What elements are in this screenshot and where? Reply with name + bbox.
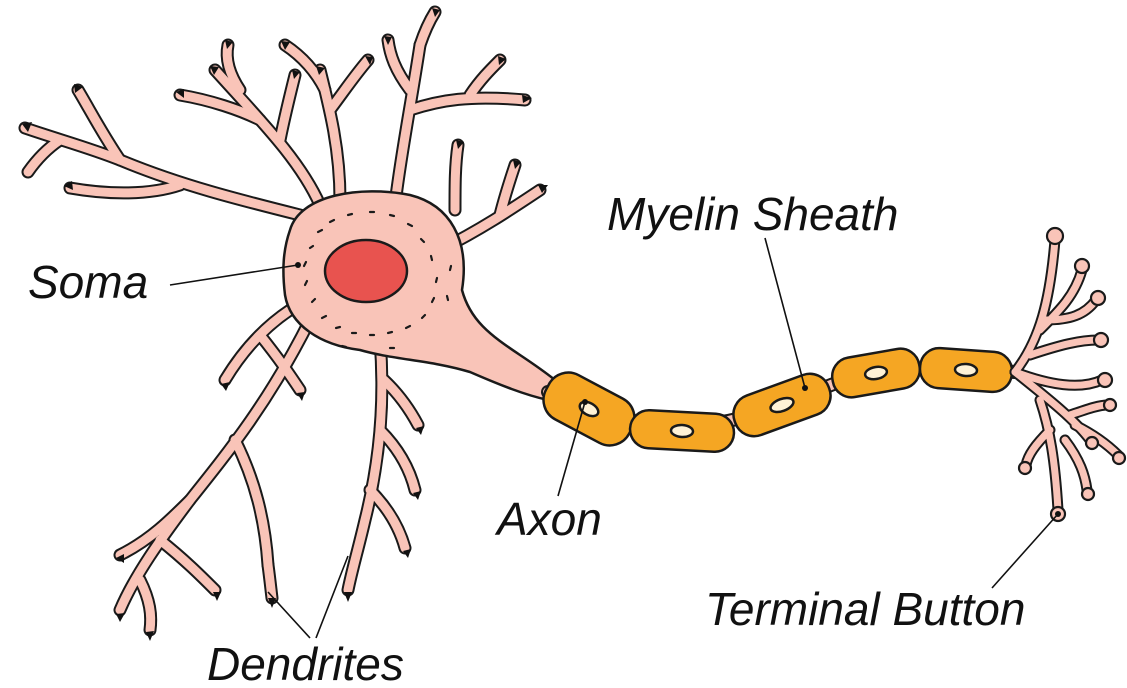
- pointer-dendrites-right: [316, 556, 348, 638]
- label-dendrites: Dendrites: [207, 638, 404, 688]
- pointer-terminal-button: [992, 514, 1058, 588]
- nucleus: [325, 240, 407, 302]
- annotations: Soma Myelin Sheath Axon Terminal Button …: [28, 188, 1061, 688]
- pointer-myelin-sheath: [765, 238, 805, 388]
- myelin-segment: [629, 409, 735, 452]
- label-myelin-sheath: Myelin Sheath: [607, 188, 899, 240]
- cell-body: [283, 191, 555, 400]
- pointer-soma: [170, 265, 298, 285]
- label-terminal-button: Terminal Button: [705, 583, 1025, 635]
- myelin-sheath: [536, 346, 1014, 453]
- myelin-segment: [829, 346, 923, 401]
- label-soma: Soma: [28, 256, 148, 308]
- myelin-segment: [728, 368, 836, 442]
- label-axon: Axon: [494, 493, 602, 545]
- pointer-dendrites-left: [268, 592, 310, 638]
- myelin-segment: [919, 347, 1014, 393]
- axon-terminals: [1015, 228, 1125, 521]
